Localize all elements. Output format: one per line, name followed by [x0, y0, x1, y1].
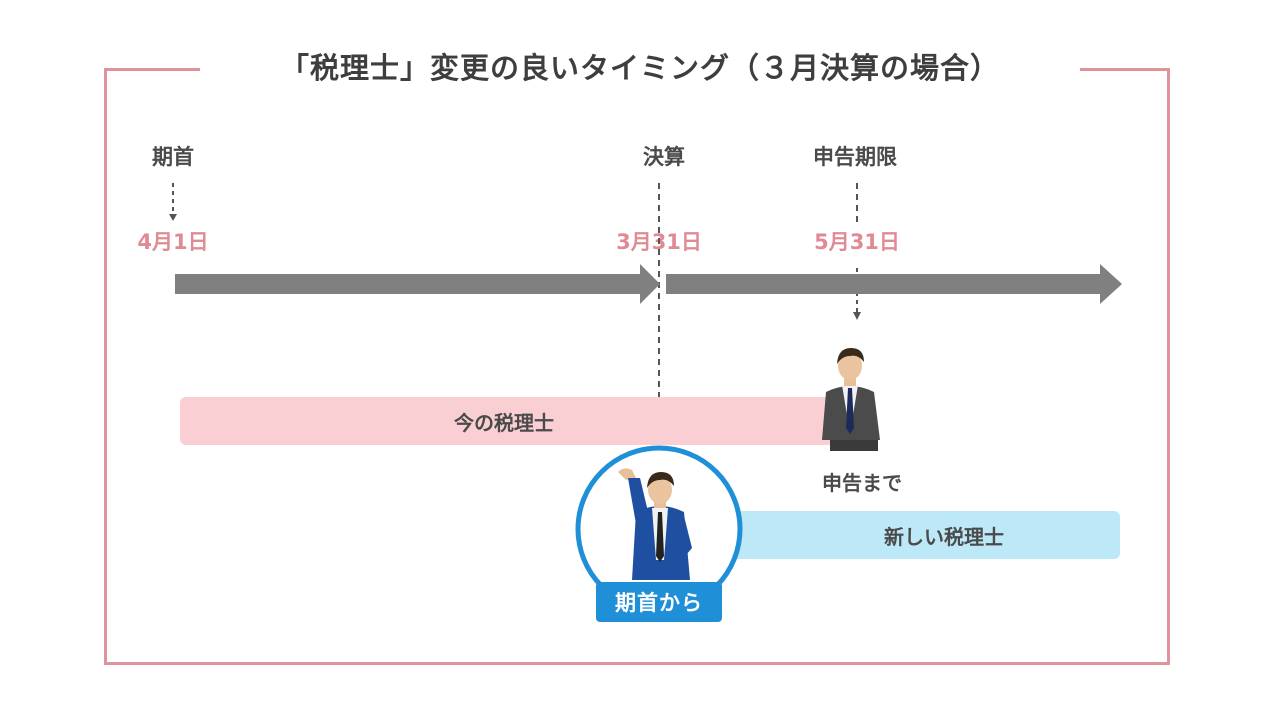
settlement-label: 決算 — [643, 145, 685, 169]
from-start-badge: 期首から — [596, 582, 722, 622]
current-accountant-bar: 今の税理士 — [180, 397, 848, 445]
current-accountant-label: 今の税理士 — [454, 410, 554, 435]
timeline-arrow-icon — [175, 264, 660, 304]
diagram-title: 「税理士」変更の良いタイミング（３月決算の場合） — [200, 44, 1080, 92]
businessman-standing-icon — [822, 348, 880, 451]
new-accountant-bar: 新しい税理士 — [672, 511, 1120, 559]
start-label: 期首 — [152, 145, 194, 169]
deadline-label: 申告期限 — [813, 145, 897, 169]
down-arrow-icon — [853, 268, 861, 320]
until-filing-caption: 申告まで — [822, 471, 902, 495]
new-accountant-label: 新しい税理士 — [884, 524, 1004, 549]
timeline-arrow-icon — [666, 264, 1122, 304]
start-date: 4月1日 — [137, 230, 209, 254]
businessman-cheering-icon — [575, 445, 743, 613]
deadline-date: 5月31日 — [814, 230, 900, 254]
down-arrow-icon — [169, 183, 177, 221]
